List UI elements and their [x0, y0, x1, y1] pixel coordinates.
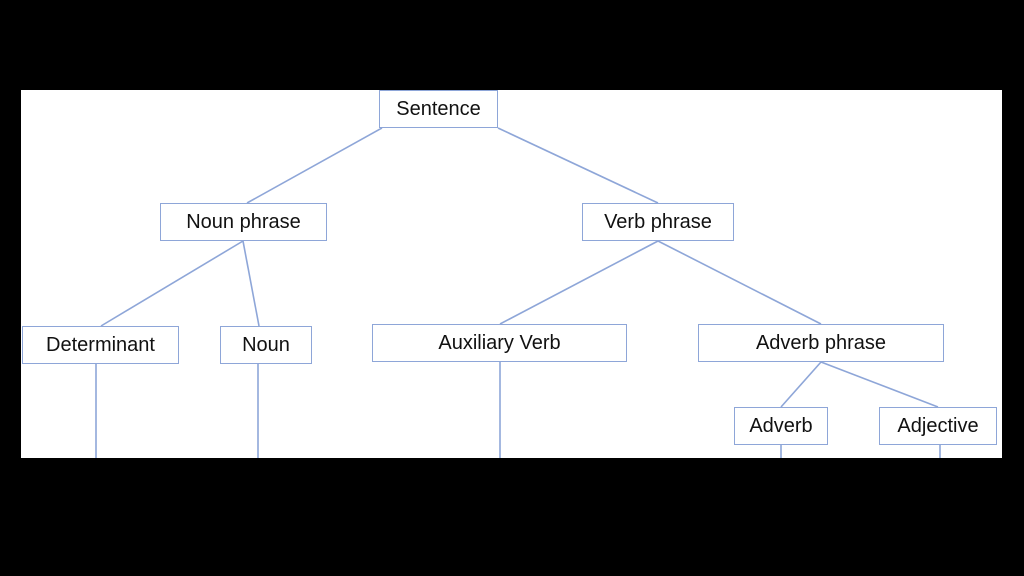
node-adverb-phrase: Adverb phrase	[698, 324, 944, 362]
tree-edges	[95, 127, 941, 458]
edge-sentence-nounphrase	[246, 127, 383, 204]
edge-sentence-verbphrase	[497, 127, 659, 204]
node-noun: Noun	[220, 326, 312, 364]
node-noun-phrase: Noun phrase	[160, 203, 327, 241]
tree-diagram-panel: Sentence Noun phrase Verb phrase Determi…	[21, 90, 1002, 458]
edge-advphrase-adverb	[780, 361, 822, 408]
edge-verbphrase-advphrase	[657, 240, 822, 325]
node-adjective: Adjective	[879, 407, 997, 445]
node-adverb: Adverb	[734, 407, 828, 445]
edge-nounphrase-determinant	[100, 240, 244, 327]
edge-advphrase-adjective	[820, 361, 939, 408]
node-determinant: Determinant	[22, 326, 179, 364]
node-verb-phrase: Verb phrase	[582, 203, 734, 241]
edge-nounphrase-noun	[242, 240, 260, 327]
node-auxiliary-verb: Auxiliary Verb	[372, 324, 627, 362]
node-sentence: Sentence	[379, 90, 498, 128]
edge-verbphrase-auxverb	[499, 240, 659, 325]
